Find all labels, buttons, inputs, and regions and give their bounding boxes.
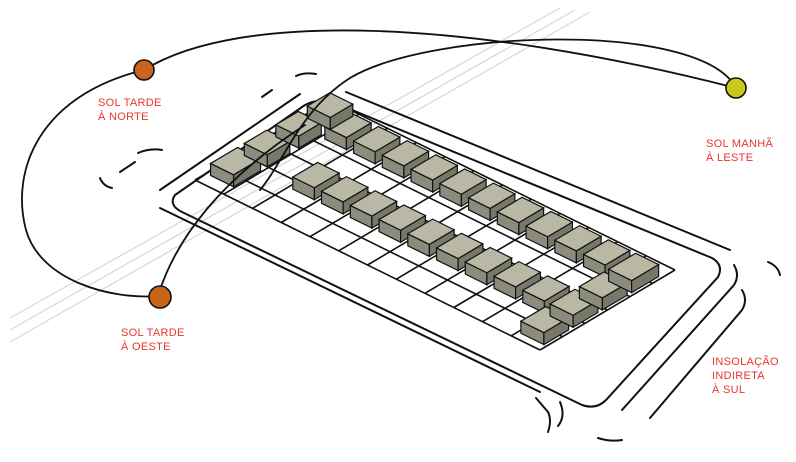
block-face bbox=[524, 210, 574, 238]
building-block bbox=[524, 210, 574, 250]
block-face bbox=[406, 218, 456, 246]
block-face bbox=[352, 125, 402, 153]
building-block bbox=[291, 161, 341, 201]
block-face bbox=[381, 139, 430, 167]
sun-path-north-to-east bbox=[143, 29, 737, 89]
grid-line bbox=[329, 99, 676, 271]
building-block bbox=[320, 175, 370, 215]
sun-paths bbox=[21, 29, 737, 298]
label-insolacao-sul: INSOLAÇÃO INDIRETA À SUL bbox=[712, 356, 779, 396]
sun-marker-west bbox=[148, 285, 172, 309]
block-face bbox=[320, 175, 370, 203]
building-block bbox=[349, 190, 398, 230]
building-blocks bbox=[209, 92, 660, 346]
block-face bbox=[435, 232, 485, 260]
block-face bbox=[377, 204, 427, 231]
sun-path-north-loop bbox=[21, 69, 159, 298]
sun-marker-east bbox=[725, 77, 747, 99]
block-face bbox=[409, 154, 459, 181]
label-sol-manha-leste: SOL MANHÃ À LESTE bbox=[706, 138, 774, 164]
building-block bbox=[464, 246, 513, 286]
block-face bbox=[607, 252, 660, 282]
building-block bbox=[607, 252, 660, 294]
building-block bbox=[406, 218, 456, 258]
block-face bbox=[582, 239, 632, 266]
block-face bbox=[438, 168, 488, 195]
block-face bbox=[306, 92, 355, 119]
building-block bbox=[496, 196, 545, 236]
block-face bbox=[496, 196, 545, 224]
building-block bbox=[352, 125, 402, 165]
building-block bbox=[438, 168, 488, 208]
block-face bbox=[553, 224, 603, 252]
label-sol-tarde-norte: SOL TARDE À NORTE bbox=[98, 97, 162, 123]
sun-marker-north bbox=[133, 59, 155, 81]
block-face bbox=[467, 182, 517, 210]
block-face bbox=[492, 260, 542, 288]
block-face bbox=[291, 161, 341, 189]
sun-path-east-arc bbox=[259, 38, 737, 191]
grid-line bbox=[217, 165, 563, 338]
building-block bbox=[381, 139, 430, 179]
label-sol-tarde-oeste: SOL TARDE À OESTE bbox=[121, 327, 185, 353]
block-face bbox=[464, 246, 513, 274]
building-block bbox=[435, 232, 485, 272]
building-block bbox=[409, 154, 459, 194]
grid-line bbox=[194, 179, 541, 351]
grid-line bbox=[284, 125, 631, 298]
block-face bbox=[521, 275, 571, 302]
building-block bbox=[553, 224, 603, 264]
building-block bbox=[492, 260, 542, 300]
sun-path-west bbox=[157, 124, 306, 297]
block-face bbox=[349, 190, 398, 217]
